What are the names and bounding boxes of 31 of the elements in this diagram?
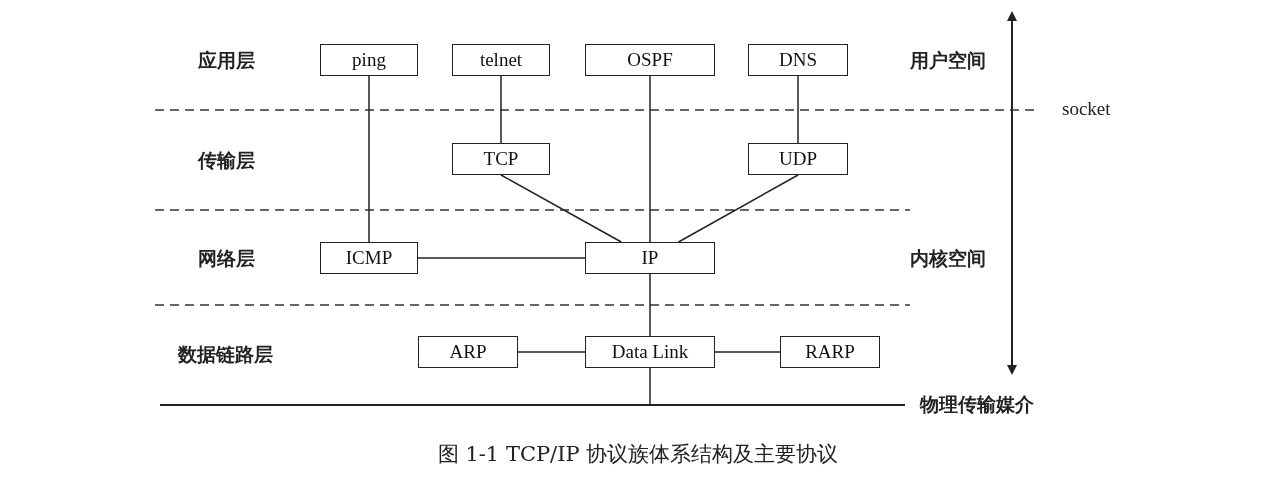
protocol-box: OSPF [585,44,715,76]
interface-label: socket [1062,98,1111,120]
protocol-box: telnet [452,44,550,76]
protocol-box: UDP [748,143,848,175]
layer-label: 传输层 [198,148,255,173]
protocol-box: ping [320,44,418,76]
space-label: 内核空间 [910,246,986,271]
connector-line [500,174,623,243]
connector-line [649,367,651,405]
figure-caption: 图 1-1 TCP/IP 协议族体系结构及主要协议 [436,441,840,468]
connector-line [500,75,502,144]
protocol-box: TCP [452,143,550,175]
protocol-box: IP [585,242,715,274]
layer-label: 网络层 [198,246,255,271]
protocol-box: ARP [418,336,518,368]
connector-line [677,174,799,243]
connector-line [649,75,651,243]
layer-label: 数据链路层 [178,342,273,367]
connector-line [649,273,651,337]
space-label: 用户空间 [910,48,986,73]
connector-line [368,75,370,243]
medium-label: 物理传输媒介 [920,392,1034,417]
layer-label: 应用层 [198,48,255,73]
protocol-box: RARP [780,336,880,368]
protocol-box: DNS [748,44,848,76]
connector-line [797,75,799,144]
connector-line [714,351,781,353]
connector-line [517,351,586,353]
connector-line [417,257,586,259]
protocol-box: Data Link [585,336,715,368]
protocol-box: ICMP [320,242,418,274]
